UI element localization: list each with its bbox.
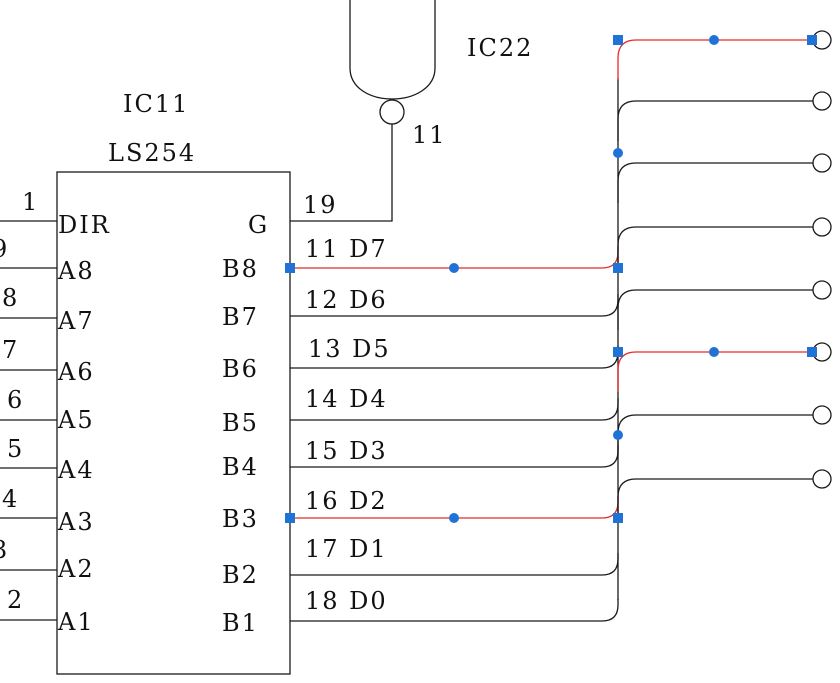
handle-b3-mid[interactable] — [449, 513, 459, 523]
pin-label-a8: A8 — [57, 257, 95, 285]
pin-label-b7: B7 — [222, 303, 259, 331]
terminal-wire-3[interactable] — [617, 162, 813, 203]
pin-label-b3: B3 — [222, 505, 259, 533]
pin-signal-label-b3: 16 D2 — [305, 487, 388, 515]
pin-label-b5: B5 — [222, 409, 259, 437]
pin-label-a5: A5 — [57, 406, 95, 434]
terminal-4[interactable] — [812, 217, 832, 237]
pin-number-a5: 6 — [7, 386, 24, 414]
pin-signal-label-b7: 12 D6 — [305, 286, 388, 314]
pin-signal-label-b1: 18 D0 — [305, 587, 388, 615]
ic11-body[interactable] — [56, 171, 291, 675]
pin-number-dir: 1 — [22, 188, 39, 216]
handle-t1-start[interactable] — [613, 35, 623, 45]
pin-label-a4: A4 — [57, 456, 95, 484]
ic22-output-pin-number: 11 — [412, 121, 447, 149]
pin-label-b8: B8 — [222, 255, 259, 283]
pin-signal-label-b2: 17 D1 — [305, 535, 388, 563]
pin-signal-label-g: 19 — [303, 191, 338, 219]
pin-number-a6: 7 — [2, 336, 19, 364]
terminal-wire-2[interactable] — [617, 100, 813, 141]
output-bus — [290, 39, 813, 622]
handle-t1-mid[interactable] — [709, 35, 719, 45]
pin-label-a2: A2 — [57, 555, 95, 583]
terminal-wire-4[interactable] — [617, 226, 813, 267]
ic11-left-pins: DIR 1A8 9A7 8A6 7A5 6A4 5A3 4A2 3A1 2 — [0, 188, 111, 636]
ic11-designator: IC11 — [123, 90, 189, 118]
pin-number-a4: 5 — [7, 435, 24, 463]
handle-b8-start[interactable] — [285, 263, 295, 273]
pin-label-dir: DIR — [58, 211, 111, 239]
pin-label-a1: A1 — [57, 608, 95, 636]
pin-label-a7: A7 — [57, 307, 95, 335]
pin-label-b4: B4 — [222, 453, 259, 481]
handle-b3-start[interactable] — [285, 513, 295, 523]
handle-b3-end[interactable] — [613, 513, 623, 523]
ic22-gate-body[interactable] — [349, 0, 436, 100]
pin-label-a3: A3 — [57, 508, 95, 536]
pin-number-a7: 8 — [2, 284, 19, 312]
handle-t1-end[interactable] — [807, 35, 817, 45]
terminal-3[interactable] — [812, 153, 832, 173]
terminal-7[interactable] — [812, 405, 832, 425]
output-terminals — [812, 30, 832, 489]
terminal-8[interactable] — [812, 469, 832, 489]
ic22-inversion-bubble — [379, 99, 405, 125]
handle-b8-end[interactable] — [613, 263, 623, 273]
handle-t6-start[interactable] — [613, 347, 623, 357]
pin-signal-label-b4: 15 D3 — [305, 437, 388, 465]
bus-wire-b1[interactable] — [290, 599, 619, 622]
pin-signal-label-b5: 14 D4 — [305, 385, 388, 413]
terminal-wire-8[interactable] — [617, 478, 813, 519]
handle-b8-mid[interactable] — [449, 263, 459, 273]
terminal-2[interactable] — [812, 91, 832, 111]
junction-dot-upper[interactable] — [613, 148, 623, 158]
junction-dot-lower[interactable] — [613, 430, 623, 440]
pin-signal-label-b8: 11 D7 — [305, 235, 388, 263]
ic22-output-wire[interactable] — [290, 124, 393, 222]
pin-signal-label-b6: 13 D5 — [308, 335, 391, 363]
pin-label-g: G — [248, 211, 269, 239]
pin-number-a1: 2 — [7, 586, 24, 614]
pin-label-a6: A6 — [57, 358, 95, 386]
selection-handles — [285, 35, 817, 523]
pin-number-a3: 4 — [2, 485, 19, 513]
terminal-wire-7[interactable] — [617, 414, 813, 455]
ic22-label: IC22 — [467, 34, 533, 62]
handle-t6-mid[interactable] — [709, 347, 719, 357]
terminal-wire-1[interactable] — [617, 39, 813, 80]
pin-number-a2: 3 — [0, 536, 9, 564]
terminal-wire-6[interactable] — [617, 351, 813, 392]
terminal-5[interactable] — [812, 280, 832, 300]
handle-t6-end[interactable] — [807, 347, 817, 357]
pin-number-a8: 9 — [0, 235, 9, 263]
ic11-part-number: LS254 — [108, 139, 196, 167]
pin-label-b6: B6 — [222, 355, 259, 383]
terminal-wire-5[interactable] — [617, 289, 813, 330]
pin-label-b1: B1 — [222, 609, 259, 637]
pin-label-b2: B2 — [222, 561, 259, 589]
